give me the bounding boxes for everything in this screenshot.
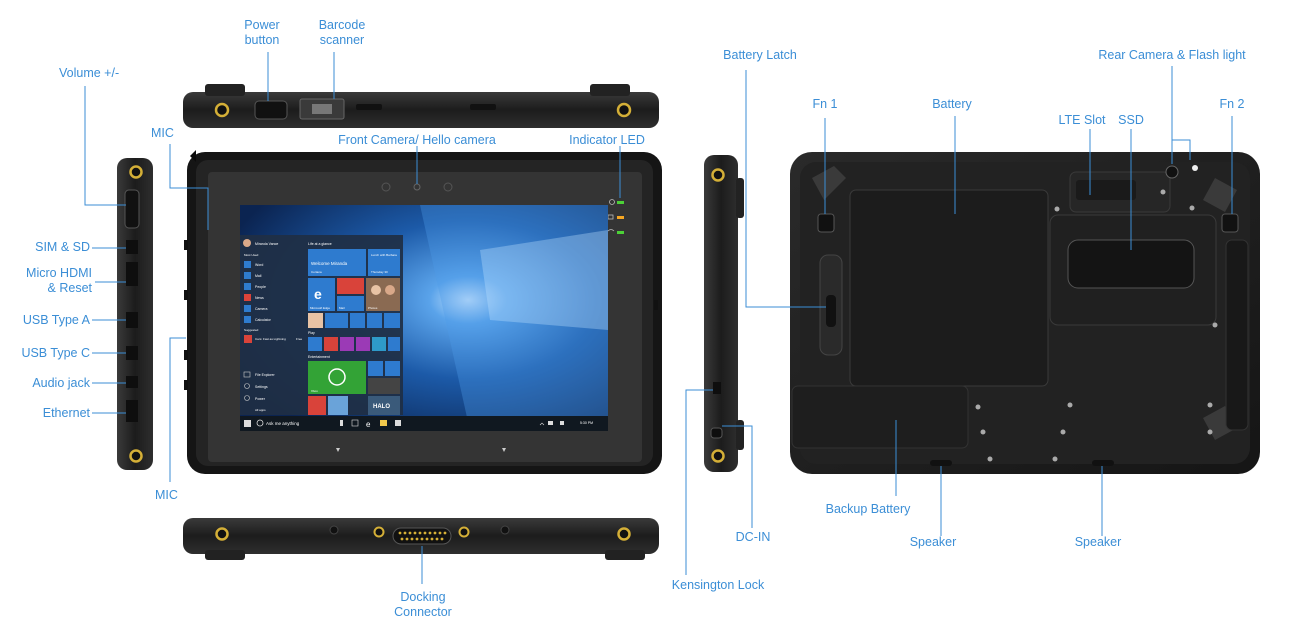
tile-mail — [337, 296, 364, 311]
label-mic-top: MIC — [151, 126, 174, 140]
tile-edge-label: Microsoft Edge — [310, 306, 330, 310]
dc-in-part — [710, 427, 723, 439]
label-dc-in: DC-IN — [735, 530, 771, 544]
callout-lines — [84, 52, 1233, 584]
label-ssd: SSD — [1118, 113, 1144, 127]
right-side-view — [704, 155, 744, 472]
item-file-explorer: File Explorer — [255, 373, 275, 377]
label-backup-battery: Backup Battery — [825, 502, 911, 516]
svg-text:HALO: HALO — [373, 404, 390, 410]
label-speaker-left: Speaker — [909, 535, 957, 549]
docking-connector-part — [392, 527, 452, 545]
label-ethernet: Ethernet — [42, 406, 90, 420]
tile-cortana-label: Cortana — [311, 270, 322, 274]
kensington-lock-part — [713, 382, 721, 394]
tile-calendar — [368, 249, 400, 276]
screen-suggested-app: Cars: Fast as Lightning — [255, 337, 286, 341]
screen-life-glance: Life at a glance — [308, 242, 332, 246]
label-mic-bottom: MIC — [155, 488, 178, 502]
taskbar-clock: 5:30 PM — [580, 421, 593, 425]
fn2-part — [1221, 213, 1239, 233]
left-side-view — [117, 158, 153, 470]
backup-battery-part — [791, 385, 969, 449]
item-power: Power — [255, 397, 266, 401]
tile-xbox-label: Xbox — [311, 389, 318, 393]
label-kensington-lock: Kensington Lock — [671, 578, 765, 592]
app-camera: Camera — [255, 307, 268, 311]
label-lte-slot: LTE Slot — [1058, 113, 1106, 127]
label-speaker-right: Speaker — [1074, 535, 1122, 549]
app-people: People — [255, 285, 266, 289]
label-battery-latch: Battery Latch — [723, 48, 797, 62]
label-usb-a: USB Type A — [22, 313, 90, 327]
label-sim-sd: SIM & SD — [35, 240, 90, 254]
label-rear-camera: Rear Camera & Flash light — [1098, 48, 1246, 62]
app-word: Word — [255, 263, 263, 267]
label-volume: Volume +/- — [59, 66, 120, 80]
label-power-button: Power button — [244, 18, 280, 47]
app-calculator: Calculator — [255, 318, 272, 322]
start-bottom-list: File Explorer Settings Power All apps — [243, 371, 275, 412]
label-barcode-scanner: Barcode scanner — [318, 18, 366, 47]
tile-lunch: Lunch with Barbara — [371, 253, 397, 257]
label-front-camera: Front Camera/ Hello camera — [338, 133, 496, 147]
tile-welcome: Welcome Miranda — [311, 261, 348, 266]
start-icon — [244, 420, 251, 427]
tile-edge — [308, 278, 335, 311]
front-view: Miranda Vance Most Used Word Mail People… — [184, 150, 662, 474]
back-view — [790, 152, 1260, 474]
label-fn2: Fn 2 — [1219, 97, 1245, 111]
label-micro-hdmi: Micro HDMI & Reset — [26, 266, 92, 295]
app-mail: Mail — [255, 274, 262, 278]
item-settings: Settings — [255, 385, 268, 389]
screen-most-used: Most Used — [244, 253, 259, 257]
screen-suggested-tag: Free — [296, 337, 303, 341]
screen-suggested: Suggested — [244, 328, 259, 332]
label-usb-c: USB Type C — [21, 346, 90, 360]
tile-cortana — [308, 249, 366, 276]
power-button-part — [254, 100, 288, 120]
volume-rocker-part — [124, 189, 140, 229]
label-audio-jack: Audio jack — [32, 376, 90, 390]
svg-text:e: e — [314, 286, 322, 302]
search-icon — [256, 419, 264, 427]
battery-part — [849, 189, 1049, 387]
label-fn1: Fn 1 — [812, 97, 838, 111]
screen-play: Play — [308, 331, 315, 335]
fn1-part — [817, 213, 835, 233]
tile-mail-label: Mail — [339, 306, 345, 310]
tile-photos — [366, 278, 400, 311]
start-app-list: Word Mail People News Camera Calculator — [244, 261, 272, 323]
screen-user-name: Miranda Vance — [255, 242, 278, 246]
label-docking-connector: Docking Connector — [394, 590, 452, 619]
label-battery: Battery — [932, 97, 972, 111]
screen-entertainment: Entertainment — [308, 355, 330, 359]
svg-text:e: e — [366, 420, 371, 429]
app-news: News — [255, 296, 264, 300]
tile-day: Thursday 30 — [371, 270, 388, 274]
item-all-apps: All apps — [255, 408, 266, 412]
label-indicator-led: Indicator LED — [569, 133, 645, 147]
bottom-edge-view — [183, 518, 659, 560]
top-edge-view — [183, 84, 659, 128]
tile-photos-label: Photos — [368, 306, 378, 310]
taskbar-search: Ask me anything — [266, 421, 300, 426]
tile-xbox — [308, 361, 366, 394]
